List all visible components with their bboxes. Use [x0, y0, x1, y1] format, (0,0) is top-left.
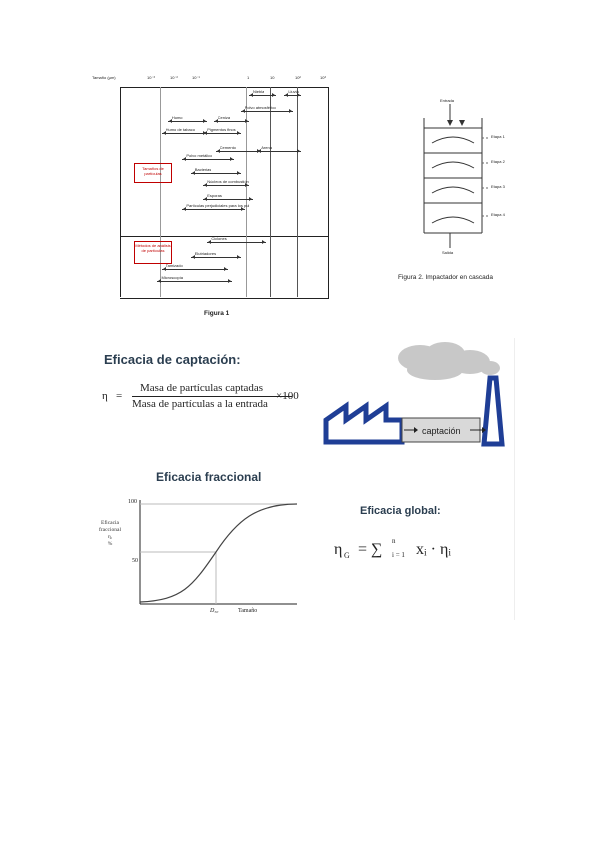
stage-1-label: Etapa 1: [491, 134, 505, 139]
global-title: Eficacia global:: [360, 505, 441, 517]
range-arrow-17: [157, 279, 233, 283]
range-label-12: Esporas: [207, 193, 222, 198]
figure-1-axis-header: Tamaño (µm) 10⁻³ 10⁻² 10⁻¹ 1 10 10² 10³: [92, 75, 330, 83]
outlet-label: Salida: [442, 250, 454, 255]
range-label-5: Humo de tabaco: [165, 127, 195, 132]
chimney-icon: [481, 375, 505, 447]
times-100: ×100: [276, 390, 299, 402]
range-arrow-9: [182, 157, 235, 161]
sum-sign: = ∑: [358, 541, 383, 558]
axis-label-2: 10⁻²: [170, 75, 178, 80]
range-arrow-7: [215, 149, 262, 153]
captacion-box-label: captación: [422, 426, 461, 436]
size-box: Tamaños de partículas: [134, 163, 172, 183]
range-arrow-1: [284, 93, 301, 97]
range-label-17: Microscopía: [161, 275, 183, 280]
sum-top: n: [392, 537, 396, 545]
range-label-8: Arena: [261, 145, 272, 150]
d50-label: D₅₀: [210, 608, 219, 614]
tick-50: 50: [132, 558, 138, 564]
axis-label-1: 10⁻³: [147, 75, 155, 80]
range-label-15: Elutriadores: [194, 251, 217, 256]
figure-1: Tamaño (µm) 10⁻³ 10⁻² 10⁻¹ 1 10 10² 10³ …: [92, 73, 330, 299]
formula-numerator: Masa de partículas captadas: [140, 382, 264, 394]
fraccional-ylabel: Eficacia fraccional η, %: [99, 520, 121, 547]
range-label-4: Ceniza: [217, 115, 231, 120]
range-arrow-5: [161, 131, 208, 135]
range-label-10: Bacterias: [194, 167, 212, 172]
stage-4-label: Etapa 4: [491, 212, 505, 217]
range-label-2: Polvo atmosférico: [244, 105, 277, 110]
captacion-formula: η = Masa de partículas captadas Masa de …: [102, 382, 322, 418]
fraccional-chart: Eficacia fraccional η, % 100 50 D₅₀ Tama…: [92, 492, 307, 620]
figure-1-left-line: [120, 87, 121, 297]
range-arrow-4: [213, 119, 249, 123]
slide-panel: [92, 338, 515, 620]
fraccional-xlabel: Tamaño: [238, 608, 258, 614]
figure-1-frame: [120, 87, 329, 299]
range-arrow-13: [182, 207, 245, 211]
range-label-9: Polvo metálico: [186, 153, 213, 158]
range-arrow-3: [167, 119, 208, 123]
stage-3-label: Etapa 3: [491, 184, 505, 189]
range-arrow-6: [203, 131, 241, 135]
range-label-6: Pigmentos finos: [207, 127, 236, 132]
range-label-7: Cemento: [219, 145, 236, 150]
range-arrow-12: [203, 197, 254, 201]
range-label-13: Partículas perjudiciales para los pulmon…: [186, 203, 249, 208]
tick-100: 100: [128, 499, 137, 505]
factory-illustration: captación: [320, 340, 514, 450]
factory-icon: [323, 401, 405, 445]
axis-label-0: Tamaño (µm): [92, 75, 116, 80]
axis-label-7: 10³: [320, 75, 326, 80]
range-arrow-2: [240, 109, 293, 113]
range-arrow-11: [203, 183, 249, 187]
range-label-0: Niebla: [252, 89, 265, 94]
figure-1-divider: [120, 236, 328, 237]
range-label-1: Lluvia: [288, 89, 299, 94]
range-label-11: Núcleos de combustión: [207, 179, 249, 184]
range-label-16: Tamizado: [165, 263, 183, 268]
range-label-3: Humo: [171, 115, 183, 120]
cascade-impactor-diagram: [423, 104, 490, 248]
figure-2: Entrada Salida Etapa 1 Etapa 2 Etapa 3 E…: [402, 98, 512, 268]
range-label-14: Ciclones: [211, 236, 227, 241]
factory-cloud-icon: [323, 342, 505, 447]
range-arrow-14: [207, 240, 266, 244]
axis-label-3: 10⁻¹: [192, 75, 200, 80]
sum-bottom: i = 1: [392, 551, 405, 559]
formula-denominator: Masa de partículas a la entrada: [132, 398, 268, 410]
methods-box: Métodos de análisis de partículas: [134, 241, 172, 264]
global-formula: η G = ∑ n i = 1 xᵢ · ηᵢ: [334, 535, 504, 565]
equals-sign: =: [116, 390, 123, 402]
figure-2-caption: Figura 2. Impactador en cascada: [398, 274, 494, 281]
range-arrow-10: [190, 171, 241, 175]
efficiency-curve: [139, 503, 298, 603]
range-arrow-0: [248, 93, 276, 97]
range-arrow-16: [161, 267, 229, 271]
eta-g-sub: G: [344, 551, 350, 560]
axis-label-6: 10²: [295, 75, 301, 80]
axis-label-4: 1: [247, 75, 250, 80]
eta-symbol: η: [102, 390, 108, 402]
stage-2-label: Etapa 2: [491, 159, 505, 164]
figure-1-caption: Figura 1: [204, 310, 230, 317]
axis-label-5: 10: [270, 75, 275, 80]
range-arrow-15: [190, 255, 241, 259]
inlet-label: Entrada: [440, 98, 455, 103]
global-terms: xᵢ · ηᵢ: [416, 541, 451, 558]
fraction-bar: [132, 396, 292, 397]
range-arrow-8: [257, 149, 301, 153]
eta-g: η: [334, 541, 343, 558]
captacion-title: Eficacia de captación:: [104, 352, 241, 367]
fraccional-curve: [139, 500, 298, 605]
fraccional-title: Eficacia fraccional: [156, 470, 262, 484]
